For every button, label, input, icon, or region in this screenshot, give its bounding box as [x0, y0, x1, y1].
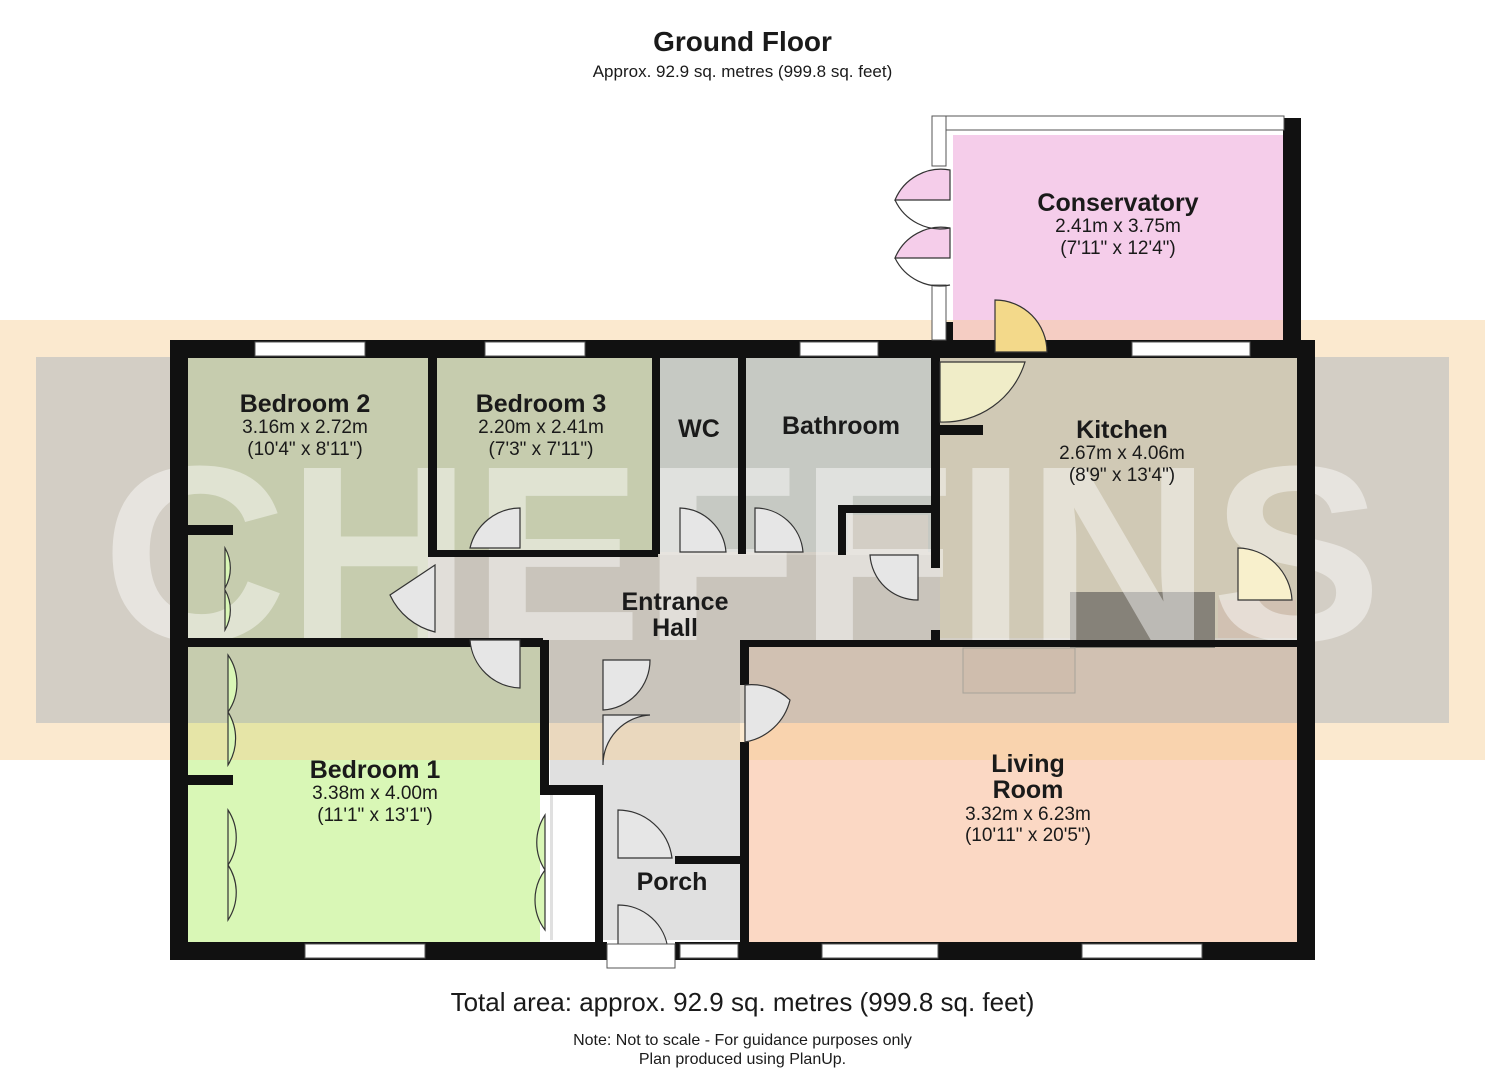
room-name: Bathroom [781, 412, 901, 440]
room-imperial: (8'9" x 13'4") [1068, 464, 1176, 486]
floor-area-subtitle: Approx. 92.9 sq. metres (999.8 sq. feet) [592, 62, 893, 81]
room-metric: 2.41m x 3.75m [1055, 216, 1181, 238]
bedroom1-floor [188, 647, 540, 942]
windows [254, 115, 1285, 959]
room-imperial: (11'1" x 13'1") [317, 804, 433, 826]
room-name-line2: Hall [652, 614, 698, 643]
footer-note: Note: Not to scale - For guidance purpos… [0, 1031, 1485, 1069]
room-imperial: (10'11" x 20'5") [964, 824, 1091, 846]
kitchen-label: Kitchen 2.67m x 4.06m (8'9" x 13'4") [1012, 417, 1232, 486]
wc-label: WC [660, 415, 738, 443]
bedroom3-label: Bedroom 3 2.20m x 2.41m (7'3" x 7'11") [437, 391, 645, 460]
doors [224, 168, 1293, 951]
living-room-label: Living Room 3.32m x 6.23m (10'11" x 20'5… [918, 751, 1138, 846]
room-metric: 2.67m x 4.06m [1059, 443, 1185, 465]
bedroom1-label: Bedroom 1 3.38m x 4.00m (11'1" x 13'1") [265, 757, 485, 826]
living-room-floor [748, 647, 1298, 942]
fireplace-hearth [962, 647, 1076, 694]
room-name: WC [678, 415, 720, 443]
note-line2: Plan produced using PlanUp. [638, 1051, 847, 1068]
room-name: Porch [636, 868, 708, 896]
bathroom-label: Bathroom [746, 412, 936, 440]
room-name: Kitchen [1076, 416, 1168, 444]
room-name: Bedroom 1 [309, 756, 441, 784]
hall-floor [430, 555, 940, 640]
room-metric: 3.38m x 4.00m [312, 783, 438, 805]
wardrobe-floor [553, 795, 595, 940]
entrance-hall-label: Entrance Hall [600, 589, 750, 642]
floor-title: Ground Floor [653, 26, 832, 57]
room-name: Conservatory [1037, 189, 1199, 217]
cupboard-floor [848, 515, 928, 555]
room-name-line2: Room [992, 776, 1064, 805]
bedroom2-floor [188, 358, 428, 638]
room-metric: 2.20m x 2.41m [478, 417, 604, 439]
room-imperial: (7'3" x 7'11") [488, 438, 594, 460]
bedroom3-floor [437, 358, 653, 552]
porch-threshold [606, 943, 676, 969]
room-name: Bedroom 2 [239, 390, 371, 418]
hob-unit [1070, 592, 1215, 648]
conservatory-label: Conservatory 2.41m x 3.75m (7'11" x 12'4… [1003, 190, 1233, 259]
note-line1: Note: Not to scale - For guidance purpos… [573, 1032, 912, 1049]
kitchen-store [1218, 600, 1296, 638]
room-imperial: (10'4" x 8'11") [247, 438, 363, 460]
room-name-line1: Entrance [621, 588, 729, 616]
room-imperial: (7'11" x 12'4") [1060, 237, 1176, 259]
room-metric: 3.32m x 6.23m [965, 803, 1091, 825]
room-name-line1: Living [991, 750, 1065, 778]
total-area: Total area: approx. 92.9 sq. metres (999… [450, 987, 1035, 1017]
bedroom2-label: Bedroom 2 3.16m x 2.72m (10'4" x 8'11") [195, 391, 415, 460]
porch-label: Porch [612, 868, 732, 896]
room-metric: 3.16m x 2.72m [242, 417, 368, 439]
room-name: Bedroom 3 [475, 390, 607, 418]
